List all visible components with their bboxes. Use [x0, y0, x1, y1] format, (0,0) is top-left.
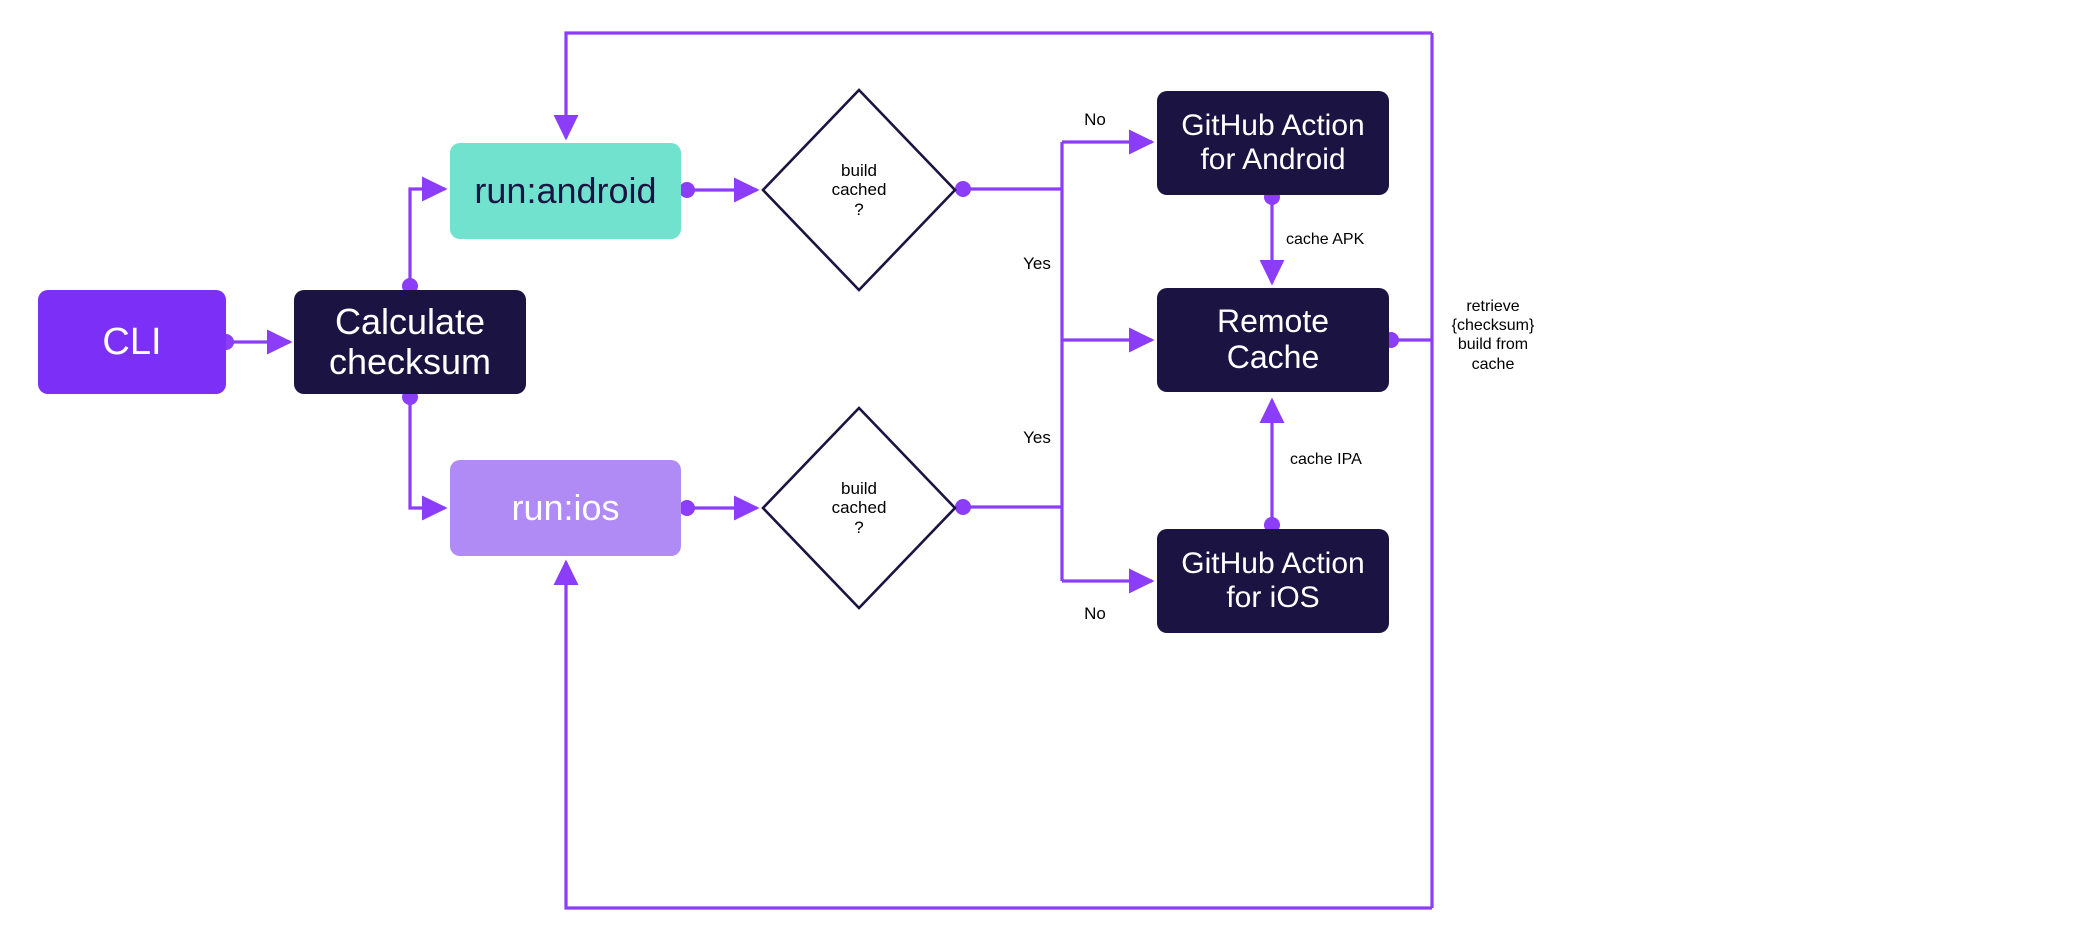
edge-label-cache-ipa: cache IPA [1290, 451, 1362, 468]
edge-label-retrieve-checksum: retrieve {checksum} build from cache [1451, 298, 1535, 373]
edge-cli-to-checksum [218, 329, 293, 355]
diamond-build-cached-android [761, 88, 957, 292]
edge-android-decision-out [955, 181, 1062, 197]
edge-cache-return-ios [553, 559, 1432, 910]
edge-github-android-to-cache [1259, 189, 1285, 286]
edge-label-cache-apk: cache APK [1286, 231, 1365, 248]
decision-shapes-layer [761, 88, 957, 610]
edge-label-yes-ios: Yes [1023, 428, 1051, 447]
edge-label-yes-android: Yes [1023, 254, 1051, 273]
edge-cache-to-right-rail [1383, 332, 1432, 348]
diamond-build-cached-ios [761, 406, 957, 610]
edge-checksum-to-run-ios [402, 389, 448, 521]
edge-github-ios-to-cache [1259, 397, 1285, 533]
edge-label-no-android: No [1084, 110, 1106, 129]
edge-cache-return-android [553, 31, 1432, 141]
edge-run-android-to-decision [679, 177, 760, 203]
edge-ios-decision-out [955, 499, 1062, 515]
edge-checksum-to-run-android [402, 176, 448, 294]
edge-label-no-ios: No [1084, 604, 1106, 623]
edge-run-ios-to-decision [679, 495, 760, 521]
